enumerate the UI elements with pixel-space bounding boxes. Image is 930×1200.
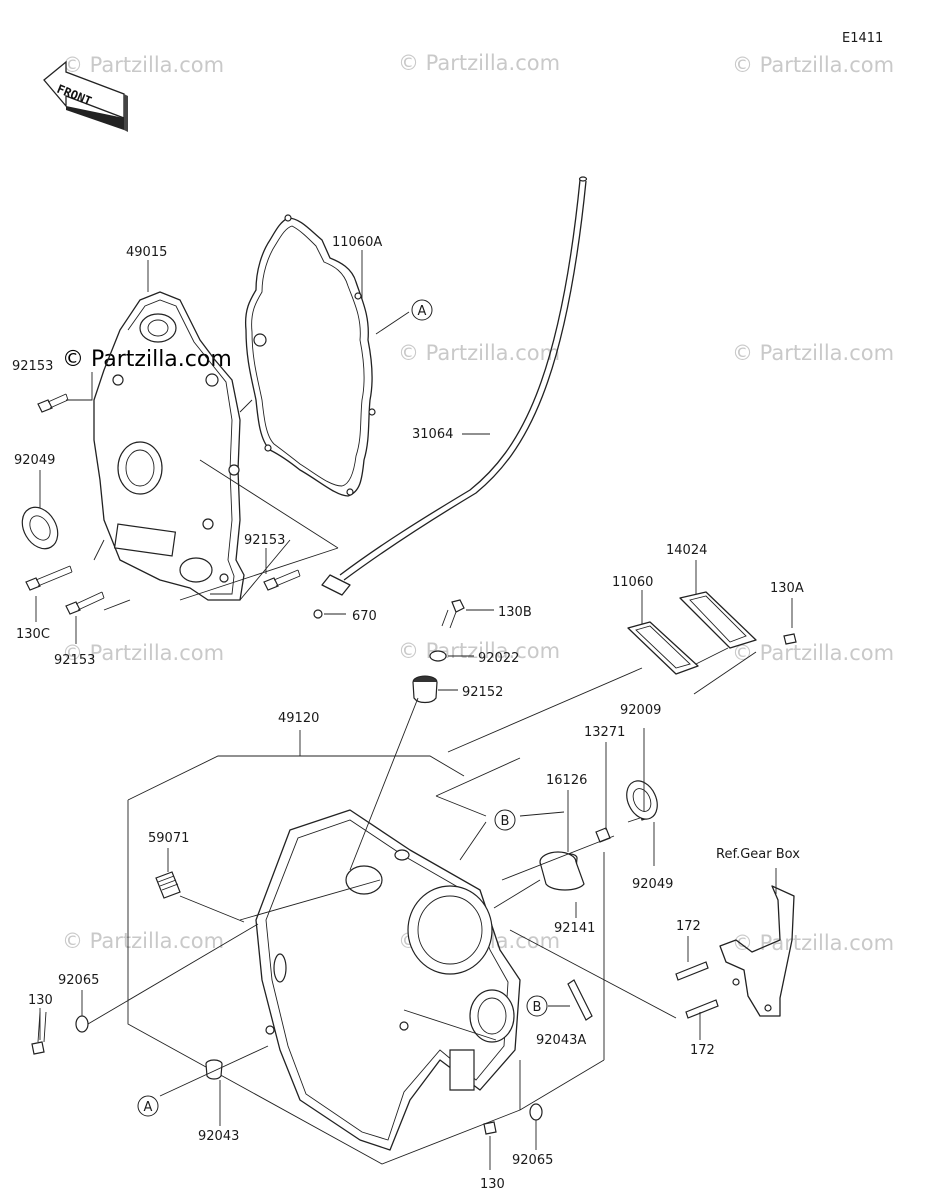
- callout-b-bottom: B: [526, 995, 548, 1017]
- callout-a-top: A: [411, 299, 433, 321]
- part-label-92043: 92043: [198, 1129, 239, 1144]
- bolt-130-left: [31, 1011, 47, 1055]
- watermark: © Partzilla.com: [732, 931, 894, 955]
- callout-b-label: B: [501, 814, 510, 829]
- watermark: © Partzilla.com: [398, 639, 560, 663]
- part-label-172-bottom: 172: [690, 1043, 715, 1058]
- stud-172-bottom: [685, 999, 719, 1019]
- watermark-strong: © Partzilla.com: [62, 347, 232, 372]
- part-label-31064: 31064: [412, 427, 453, 442]
- watermark: © Partzilla.com: [732, 341, 894, 365]
- part-label-92022: 92022: [478, 651, 519, 666]
- callout-a-bottom: A: [137, 1095, 159, 1117]
- washer-92022: [429, 650, 447, 662]
- part-label-92153-bottom: 92153: [54, 653, 95, 668]
- callout-b-label: B: [533, 1000, 542, 1015]
- part-label-16126: 16126: [546, 773, 587, 788]
- dipstick-tube-31064: [321, 176, 588, 596]
- bolt-130-bottom: [483, 1121, 497, 1135]
- part-label-92049-left: 92049: [14, 453, 55, 468]
- part-label-130B: 130B: [498, 605, 532, 620]
- front-arrow-icon: FRONT: [43, 60, 128, 132]
- bounding-box-49120: [127, 755, 605, 1165]
- watermark: © Partzilla.com: [62, 929, 224, 953]
- part-label-130A: 130A: [770, 581, 804, 596]
- part-label-92141: 92141: [554, 921, 595, 936]
- part-label-11060A: 11060A: [332, 235, 382, 250]
- plug-59071: [155, 871, 181, 899]
- cover-14024: [679, 591, 757, 649]
- part-label-92065-left: 92065: [58, 973, 99, 988]
- part-label-13271: 13271: [584, 725, 625, 740]
- oil-seal-92049-left: [21, 506, 59, 550]
- crankcase-49120: [255, 809, 521, 1151]
- watermark-group: © Partzilla.com © Partzilla.com © Partzi…: [62, 51, 894, 955]
- callout-a-label: A: [144, 1100, 153, 1115]
- bracket-gear-box: [719, 885, 795, 1017]
- gasket-11060A: [244, 214, 376, 497]
- part-label-14024: 14024: [666, 543, 707, 558]
- watermark: © Partzilla.com: [62, 53, 224, 77]
- part-label-59071: 59071: [148, 831, 189, 846]
- part-label-130-left: 130: [28, 993, 53, 1008]
- part-label-130C: 130C: [16, 627, 50, 642]
- crankcase-cover-49015: [93, 291, 245, 601]
- part-labels: 49015 11060A 92153 92049 31064 92153 670…: [12, 235, 804, 1192]
- part-label-92065-bottom: 92065: [512, 1153, 553, 1168]
- part-label-11060: 11060: [612, 575, 653, 590]
- watermark: © Partzilla.com: [732, 641, 894, 665]
- pin-92043: [205, 1059, 223, 1080]
- oil-seal-92049-right: [626, 780, 658, 820]
- pin-92043A: [567, 979, 593, 1021]
- callout-a-label: A: [418, 304, 427, 319]
- bolt-92153-bottom: [65, 591, 105, 615]
- bolt-130A: [783, 633, 797, 645]
- watermark: © Partzilla.com: [398, 51, 560, 75]
- watermark: © Partzilla.com: [732, 53, 894, 77]
- part-label-92009: 92009: [620, 703, 661, 718]
- part-label-92153-top: 92153: [12, 359, 53, 374]
- gasket-11060: [627, 621, 699, 675]
- watermark: © Partzilla.com: [62, 641, 224, 665]
- bushing-92141: [539, 851, 585, 891]
- part-label-92043A: 92043A: [536, 1033, 586, 1048]
- diagram-code: E1411: [842, 31, 883, 46]
- ref-gear-box-label: Ref.Gear Box: [716, 847, 800, 862]
- part-label-92049-right: 92049: [632, 877, 673, 892]
- part-label-92152: 92152: [462, 685, 503, 700]
- watermark: © Partzilla.com: [398, 341, 560, 365]
- cap-92152: [412, 675, 438, 704]
- bolt-92153-mid: [263, 569, 301, 591]
- part-label-670: 670: [352, 609, 377, 624]
- stud-172-top: [675, 961, 709, 981]
- bolt-130B: [441, 599, 465, 629]
- part-label-172-top: 172: [676, 919, 701, 934]
- oring-670: [313, 609, 323, 619]
- part-label-92153-mid: 92153: [244, 533, 285, 548]
- part-label-49120: 49120: [278, 711, 319, 726]
- washer-92065-bottom: [529, 1103, 543, 1121]
- part-label-130-bottom: 130: [480, 1177, 505, 1192]
- washer-92065-left: [75, 1015, 89, 1033]
- leader-lines: [35, 250, 793, 1170]
- part-label-49015: 49015: [126, 245, 167, 260]
- bolt-130C: [25, 565, 73, 591]
- bolt-92153-top: [37, 393, 69, 413]
- callout-b-top: B: [494, 809, 516, 831]
